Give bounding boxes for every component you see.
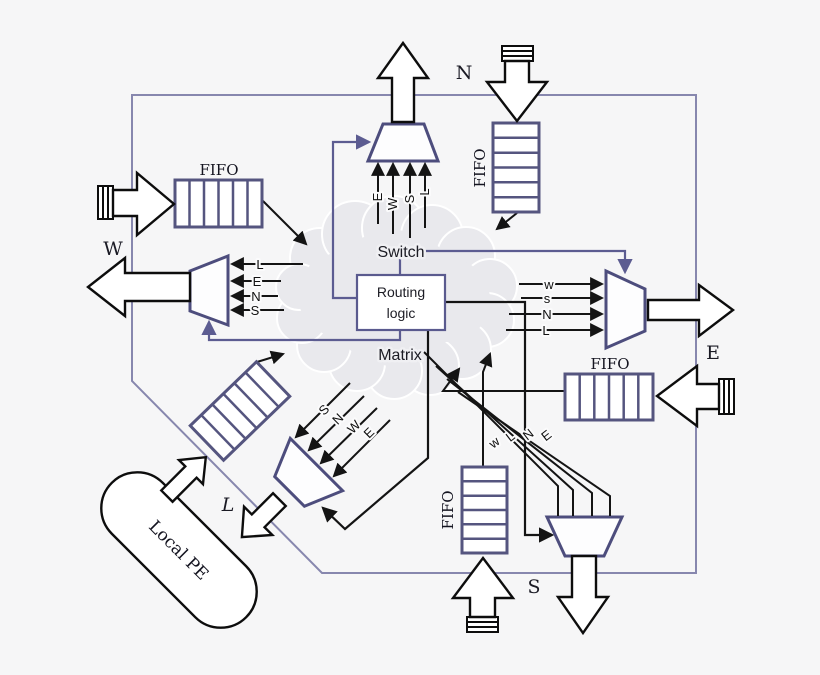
routing-logic-label-line1: Routing: [377, 284, 425, 300]
routing-logic-box: Routing logic: [355, 273, 447, 332]
local-fifo: [188, 359, 292, 463]
north-output-arrow: [375, 40, 431, 124]
west-fifo-label: FIFO: [199, 161, 238, 179]
north-mux-input-label: E: [370, 192, 385, 201]
east-output-arrow: [646, 282, 736, 339]
west-mux-input-label: S: [251, 303, 260, 318]
north-fifo-label: FIFO: [471, 148, 489, 187]
south-fifo-to-switch-arrow: [479, 352, 493, 467]
router-boundary: [131, 94, 697, 574]
south-fifo-label: FIFO: [439, 490, 457, 529]
west-output-arrow: [86, 255, 192, 319]
east-mux-input-label: N: [542, 307, 551, 322]
north-mux-input-label: W: [385, 197, 400, 210]
east-input-arrow: [655, 363, 735, 429]
south-input-arrow: [450, 556, 516, 633]
north-fifo: FIFO: [471, 121, 541, 214]
switch-matrix-cloud: [275, 195, 518, 400]
select-line-local-mux: [321, 330, 430, 531]
local-output-mux: [272, 435, 346, 509]
west-fifo-to-switch-arrow: [262, 200, 308, 246]
west-mux-input-label: N: [251, 289, 260, 304]
north-port-label: N: [456, 62, 473, 84]
south-fifo: FIFO: [439, 465, 509, 555]
east-mux-inputs: w s N L: [506, 275, 605, 340]
local-fifo-to-switch-arrow: [256, 350, 286, 365]
local-pe-to-fifo-arrow: [159, 455, 208, 504]
east-fifo: FIFO: [563, 355, 655, 422]
local-pe: Local PE: [100, 471, 258, 629]
north-mux-input-label: S: [402, 194, 417, 203]
north-output-mux: [365, 122, 441, 163]
north-mux-input-label: L: [417, 188, 432, 195]
east-mux-input-label: L: [542, 323, 549, 338]
routing-logic-label-line2: logic: [387, 305, 416, 321]
south-output-mux: [544, 515, 625, 558]
switch-matrix-label-word2: Matrix: [378, 347, 422, 364]
local-mux-to-pe-arrow: [240, 491, 288, 539]
south-output-arrow: [555, 554, 611, 636]
switch-matrix-label-word1: Switch: [377, 244, 424, 261]
west-input-arrow: [97, 170, 176, 238]
west-port-label: W: [103, 238, 123, 260]
east-mux-input-label: s: [544, 291, 551, 306]
north-mux-inputs: E W S L: [368, 161, 434, 238]
east-output-mux: [604, 268, 647, 351]
west-mux-inputs: L E N S: [229, 255, 303, 320]
east-fifo-to-switch-arrow: [441, 367, 565, 392]
west-mux-input-label: L: [256, 257, 263, 272]
west-output-mux: [188, 253, 230, 328]
select-line-north-mux: [331, 134, 372, 300]
select-line-west-mux: [201, 319, 402, 342]
local-port-label: L: [221, 494, 235, 516]
south-port-label: S: [527, 576, 540, 598]
north-input-arrow: [484, 45, 550, 123]
east-mux-input-label: w: [543, 277, 554, 292]
west-mux-input-label: E: [253, 274, 262, 289]
select-line-south-mux: [444, 300, 555, 543]
west-fifo: FIFO: [173, 161, 264, 229]
north-fifo-to-switch-arrow: [495, 212, 518, 231]
east-port-label: E: [706, 342, 720, 364]
east-fifo-label: FIFO: [590, 355, 629, 373]
select-line-east-mux: [398, 249, 633, 275]
